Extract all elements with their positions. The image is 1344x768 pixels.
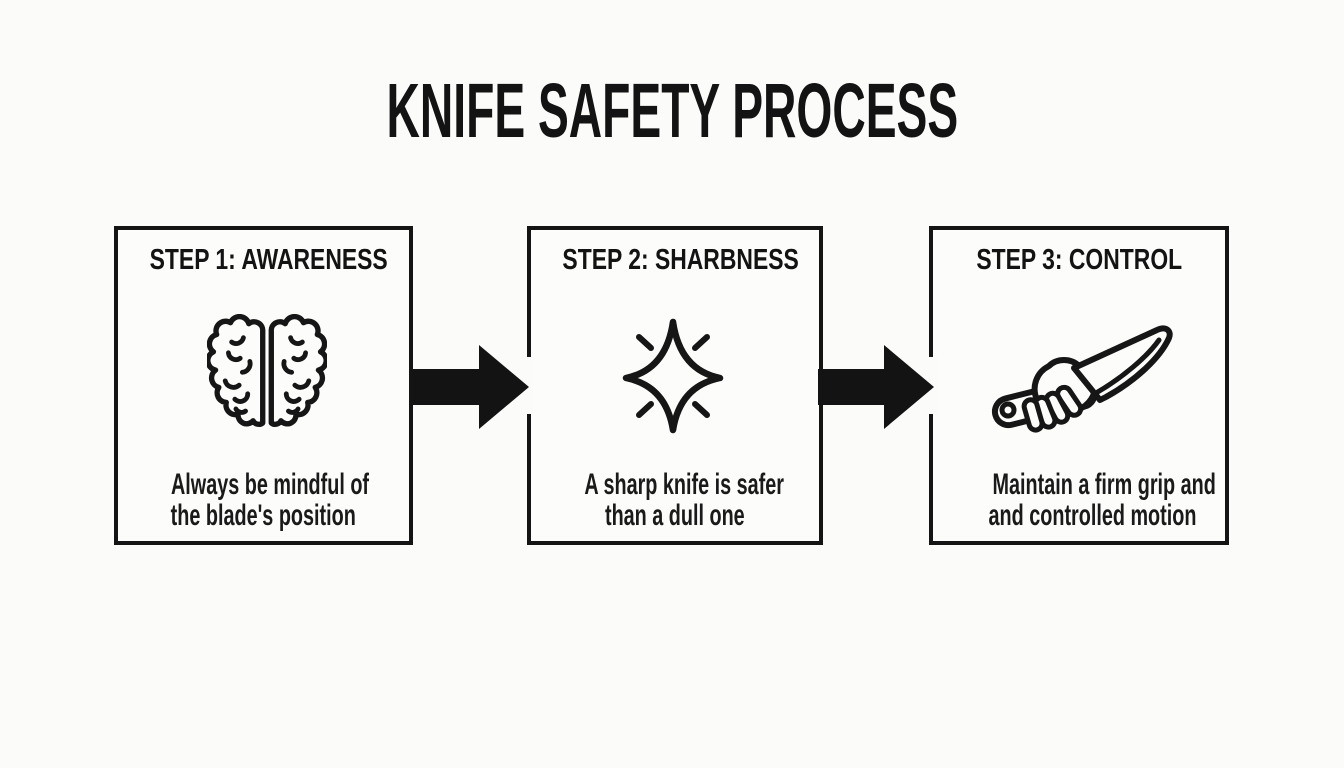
- knife-grip-icon: [989, 322, 1189, 452]
- step-heading: STEP 2: SHARBNESS: [531, 243, 819, 277]
- flow-arrow-icon: [413, 345, 529, 429]
- sparkle-icon: [620, 316, 732, 440]
- step-description: A sharp knife is safer than a dull one: [533, 469, 817, 531]
- step-heading: STEP 1: AWARENESS: [118, 243, 409, 277]
- step-box-control: STEP 3: CONTROL: [929, 226, 1229, 545]
- step-heading-text: STEP 3: CONTROL: [976, 244, 1182, 276]
- step-description-line: A sharp knife is safer: [584, 468, 784, 501]
- step-description-line: Always be mindful of: [171, 468, 370, 501]
- step-heading-text: STEP 2: SHARBNESS: [562, 244, 799, 276]
- step-description-line: the blade's position: [170, 499, 357, 532]
- brain-icon: [207, 314, 327, 437]
- step-description-line: and controlled motion: [988, 499, 1197, 532]
- step-box-awareness: STEP 1: AWARENESS Alwa: [114, 226, 413, 545]
- step-description-line: Maintain a firm grip and: [992, 468, 1216, 501]
- step-heading-text: STEP 1: AWARENESS: [149, 244, 388, 276]
- step-box-sharpness: STEP 2: SHARBNESS A sharp knife is safer…: [527, 226, 823, 545]
- step-description-line: than a dull one: [605, 499, 745, 532]
- page-title-text: KNIFE SAFETY PROCESS: [386, 68, 958, 154]
- step-description: Always be mindful of the blade's positio…: [120, 469, 407, 531]
- page-title: KNIFE SAFETY PROCESS: [0, 73, 1344, 150]
- flow-arrow-icon: [818, 345, 934, 429]
- step-description: Maintain a firm grip and and controlled …: [935, 469, 1223, 531]
- step-heading: STEP 3: CONTROL: [933, 243, 1225, 277]
